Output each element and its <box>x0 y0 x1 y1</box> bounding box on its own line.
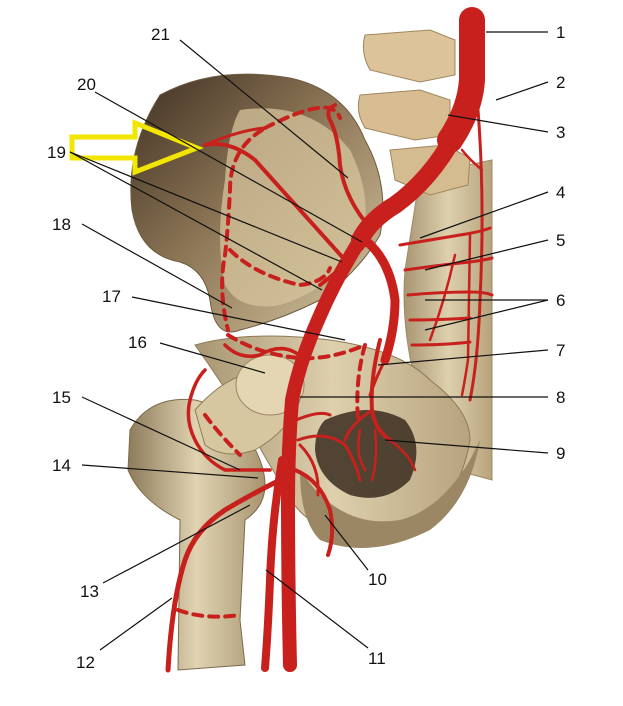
leader-2 <box>495 81 549 101</box>
deep-circumflex-iliac-artery <box>203 142 347 262</box>
medial-circumflex-femoral-artery <box>293 468 335 557</box>
leader-15 <box>81 396 241 471</box>
leader-17 <box>131 296 346 341</box>
leader-13 <box>102 504 251 584</box>
label-14: 14 <box>52 456 71 475</box>
leader-21 <box>179 39 349 179</box>
leader-18 <box>81 223 233 309</box>
label-5: 5 <box>556 231 565 250</box>
hidden-artery-paths <box>176 105 367 619</box>
leader-6b <box>424 299 549 331</box>
leader-11 <box>265 569 369 649</box>
lateral-circumflex-femoral-artery <box>165 477 283 673</box>
obturator-foramen <box>315 410 417 498</box>
leader-4 <box>419 191 549 239</box>
deep-femoral-artery <box>261 456 286 672</box>
bones <box>127 29 493 671</box>
label-17: 17 <box>102 287 121 306</box>
yellow-pointer-arrow-icon <box>69 119 204 176</box>
label-8: 8 <box>556 388 565 407</box>
leader-7 <box>377 349 549 366</box>
internal-iliac-artery <box>360 235 400 365</box>
number-labels: 1 2 3 4 5 6 7 8 9 10 11 12 13 14 15 16 1… <box>47 23 565 672</box>
lumbar-vertebra-middle <box>357 89 451 141</box>
abdominal-aorta <box>437 7 485 153</box>
label-18: 18 <box>52 215 71 234</box>
label-2: 2 <box>556 73 565 92</box>
label-3: 3 <box>556 123 565 142</box>
label-20: 20 <box>77 75 96 94</box>
label-1: 1 <box>556 23 565 42</box>
ischial-tuberosity <box>300 440 480 548</box>
inferior-epigastric-artery <box>223 343 307 362</box>
leader-19a <box>69 151 323 291</box>
label-13: 13 <box>80 582 99 601</box>
label-19: 19 <box>47 143 66 162</box>
label-15: 15 <box>52 388 71 407</box>
leader-lines <box>69 31 549 651</box>
leader-3 <box>447 114 549 133</box>
label-9: 9 <box>556 444 565 463</box>
label-7: 7 <box>556 341 565 360</box>
external-iliac-artery <box>281 233 367 672</box>
leader-16 <box>159 342 266 374</box>
leader-9 <box>384 439 549 454</box>
leader-12 <box>99 597 173 651</box>
label-11: 11 <box>368 649 386 668</box>
leader-5 <box>424 239 549 271</box>
label-6: 6 <box>556 291 565 310</box>
arteries <box>165 7 494 673</box>
label-21: 21 <box>151 25 170 44</box>
leader-19b <box>69 151 343 263</box>
label-4: 4 <box>556 183 565 202</box>
label-10: 10 <box>368 570 387 589</box>
label-16: 16 <box>128 333 147 352</box>
iliolumbar-artery <box>326 103 374 232</box>
label-12: 12 <box>76 653 95 672</box>
leader-14 <box>81 464 259 479</box>
lumbar-vertebra-upper <box>362 29 456 83</box>
leader-20 <box>94 91 363 243</box>
leader-10 <box>324 514 369 571</box>
